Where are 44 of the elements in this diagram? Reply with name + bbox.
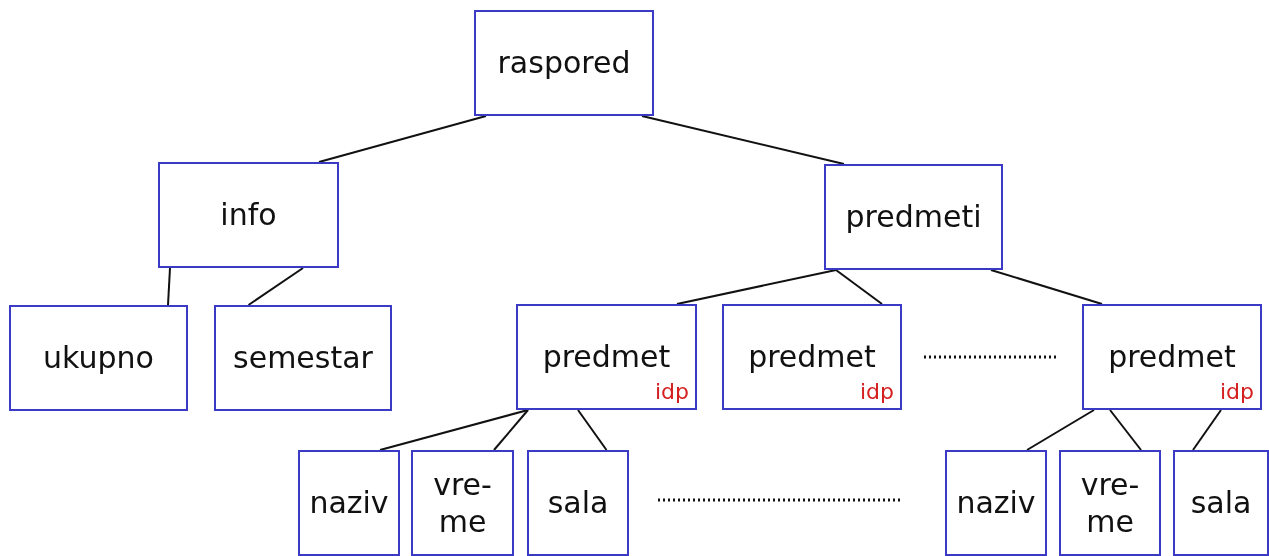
connector-line	[167, 267, 171, 306]
connector-line	[676, 269, 837, 305]
connector-line	[577, 409, 608, 451]
tree-node-box	[824, 164, 1003, 270]
connector-line	[1109, 409, 1142, 451]
node-label: predmeti	[845, 198, 982, 236]
tree-node-box	[1082, 304, 1262, 410]
connector-line	[990, 269, 1103, 305]
tree-node-box	[722, 304, 902, 410]
node-label: raspored	[497, 44, 631, 82]
connector-line	[1026, 409, 1095, 451]
node-label: naziv	[309, 484, 389, 522]
tree-node-box	[9, 305, 188, 411]
node-label: naziv	[956, 484, 1036, 522]
connector-line	[1192, 409, 1222, 451]
tree-node-box	[516, 304, 697, 410]
tree-node-box	[945, 450, 1047, 556]
tree-node-box	[1059, 450, 1161, 556]
node-label: predmet	[1108, 338, 1236, 376]
node-label: predmet	[748, 338, 876, 376]
node-label: sala	[547, 484, 609, 522]
node-label: ukupno	[43, 339, 154, 377]
node-label: info	[220, 196, 277, 234]
node-label: vre- me	[432, 465, 493, 541]
attribute-label: idp	[654, 379, 689, 404]
connector-line	[247, 267, 304, 306]
node-label: semestar	[233, 339, 373, 377]
connector-line	[493, 409, 529, 451]
tree-node-box	[214, 305, 392, 411]
tree-node-box	[158, 162, 339, 268]
attribute-label: idp	[1219, 379, 1254, 404]
connector-line	[318, 115, 487, 163]
node-label: predmet	[542, 338, 671, 376]
tree-node-box	[411, 450, 514, 556]
connector-line	[379, 409, 529, 451]
connector-line	[641, 115, 845, 165]
tree-node-box	[474, 10, 654, 116]
attribute-label: idp	[859, 379, 894, 404]
tree-node-box	[1173, 450, 1269, 556]
node-label: sala	[1190, 484, 1252, 522]
node-label: vre- me	[1079, 465, 1141, 541]
tree-node-box	[527, 450, 629, 556]
connector-line	[835, 269, 883, 305]
tree-node-box	[298, 450, 400, 556]
